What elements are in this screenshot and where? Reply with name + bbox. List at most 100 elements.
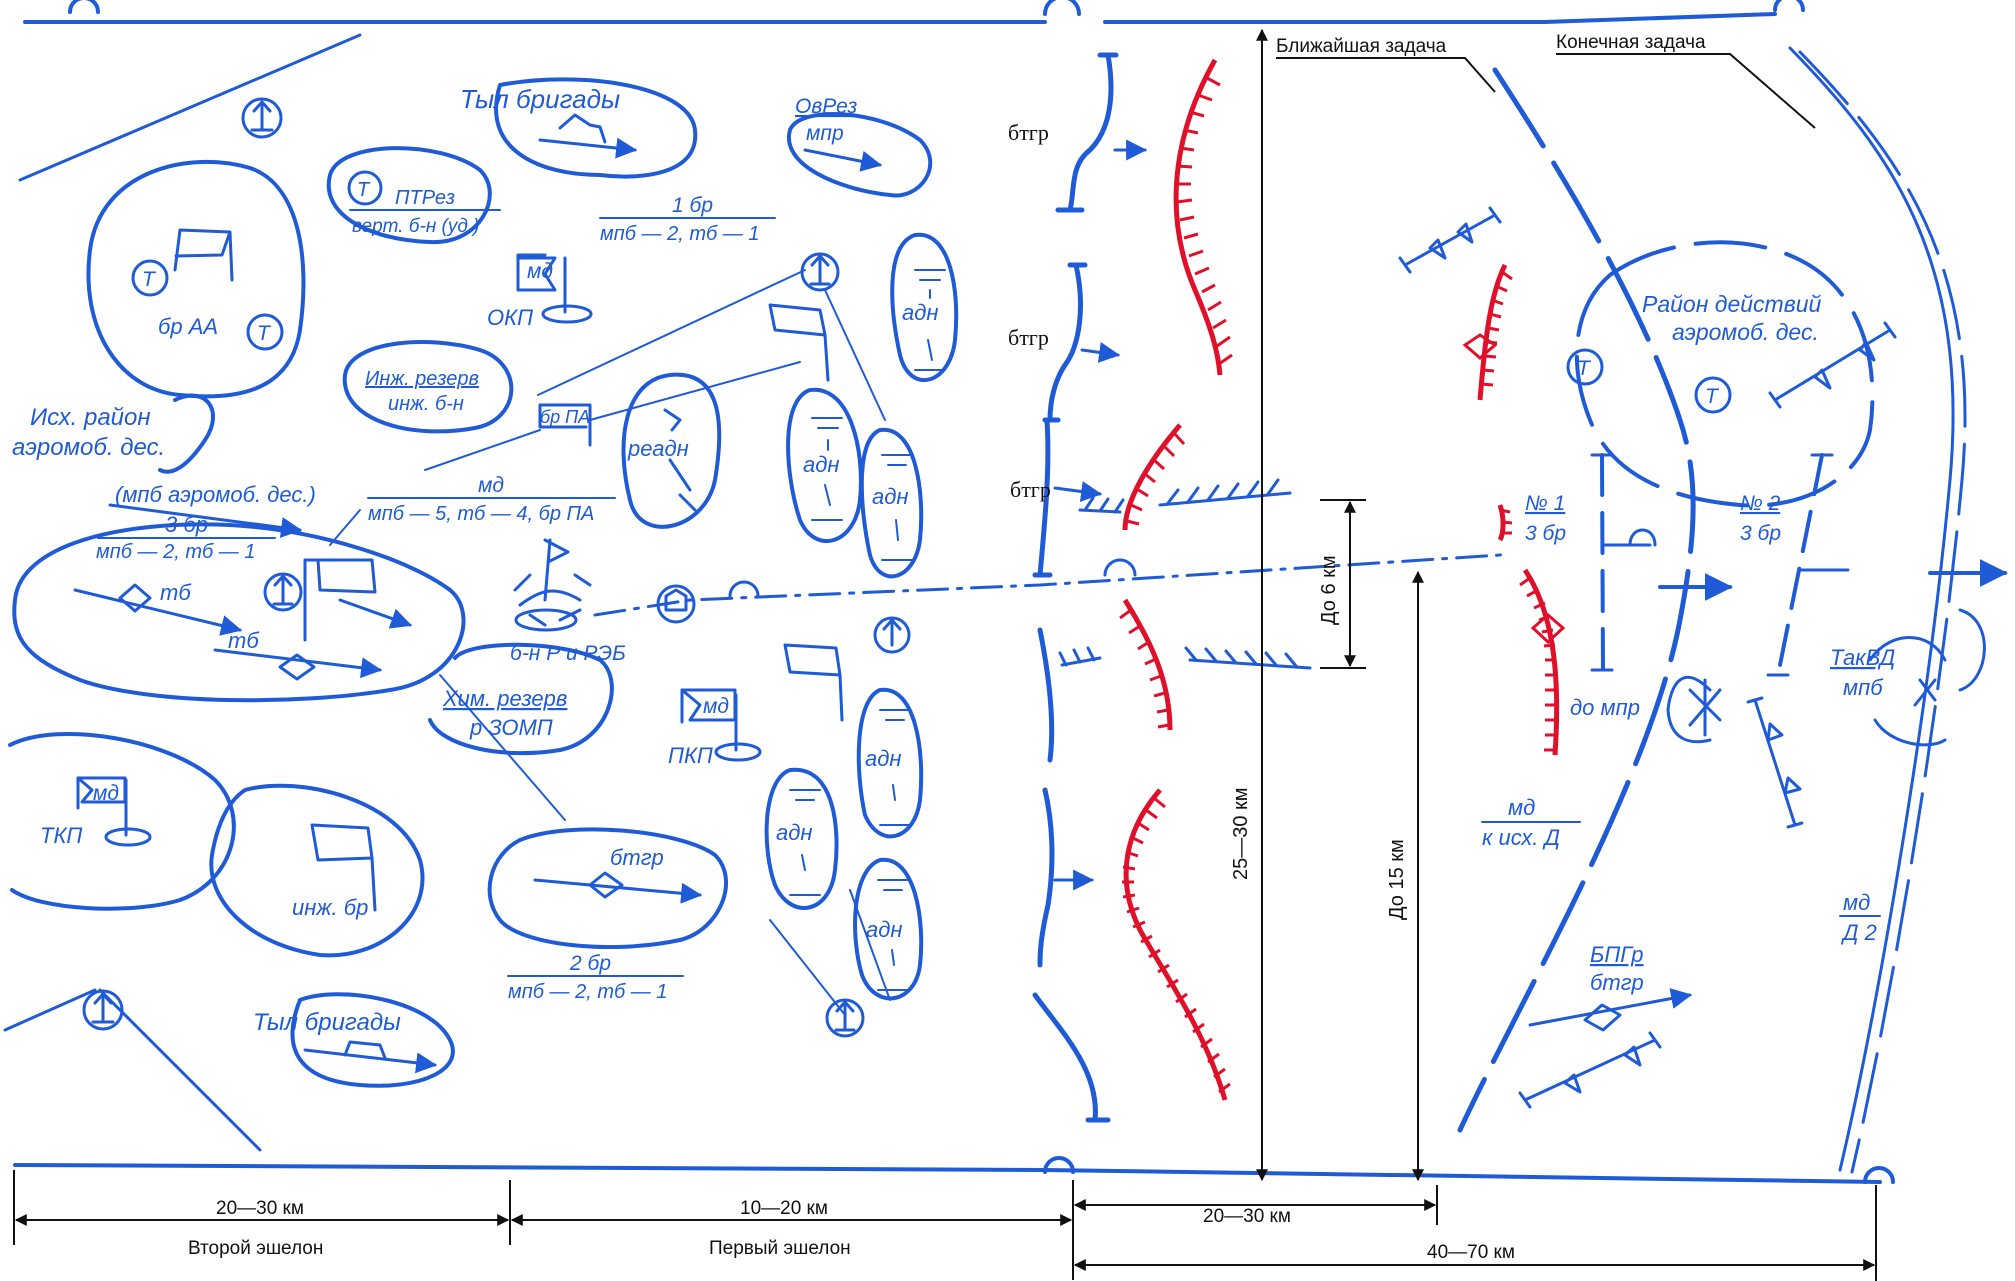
boundary-lines — [3, 0, 1895, 1184]
svg-text:Т: Т — [142, 268, 157, 291]
svg-text:мпб — 5, тб — 4, бр ПА: мпб — 5, тб — 4, бр ПА — [368, 503, 594, 525]
nearest-task-line — [1457, 67, 1696, 1133]
svg-text:Конечная задача: Конечная задача — [1556, 32, 1706, 53]
svg-text:Тыл бригады: Тыл бригады — [460, 84, 620, 114]
svg-text:бтгр: бтгр — [1008, 325, 1049, 350]
svg-text:мпр: мпр — [806, 122, 844, 145]
brigade-rear-top: Тыл бригады — [460, 77, 698, 179]
svg-text:Второй эшелон: Второй эшелон — [188, 1238, 323, 1259]
svg-text:Первый эшелон: Первый эшелон — [709, 1238, 851, 1259]
svg-text:аэромоб. дес.: аэромоб. дес. — [12, 434, 165, 461]
unit-flags-center — [768, 303, 844, 722]
helicopter-landing-marks — [1666, 608, 1986, 747]
svg-text:№ 1: № 1 — [1525, 492, 1565, 515]
svg-text:Т: Т — [1705, 385, 1720, 408]
svg-text:До 15 км: До 15 км — [1386, 839, 1408, 920]
chemical-reserve: Хим. резерв р ЗОМП — [428, 642, 614, 756]
command-post-marker-1 — [241, 97, 283, 139]
depth-measures: 25—30 км До 6 км До 15 км — [1230, 28, 1424, 1182]
artillery-battalion-2: адн — [786, 387, 863, 544]
svg-text:адн: адн — [872, 484, 909, 509]
command-post-marker-6 — [825, 998, 865, 1038]
deployment-line-2: № 2 3 бр — [1740, 453, 1850, 677]
division-composition-label: мд мпб — 5, тб — 4, бр ПА — [367, 474, 616, 525]
svg-text:Т: Т — [257, 322, 272, 345]
combat-security-group: БПГр бтгр — [1528, 942, 1693, 1032]
forward-command-post-okp: мд ОКП — [487, 253, 593, 330]
brigade-3-area: 3 бр мпб — 2, тб — 1 тб тб — [12, 503, 466, 703]
brigade-2-btgr: бтгр 2 бр мпб — 2, тб — 1 — [487, 827, 728, 1003]
svg-text:до мпр: до мпр — [1570, 695, 1640, 720]
svg-text:бтгр: бтгр — [610, 845, 664, 870]
division-axis-line — [593, 551, 1512, 624]
svg-text:ОвРез: ОвРез — [795, 95, 858, 118]
engineer-brigade: инж. бр — [209, 783, 425, 958]
svg-text:адн: адн — [776, 820, 813, 845]
brigade-rear-bottom: Тыл бригады — [253, 992, 455, 1088]
own-front-arrows — [1053, 139, 1148, 891]
artillery-battalion-1: адн — [890, 232, 959, 383]
svg-text:адн: адн — [803, 452, 840, 477]
svg-text:мд: мд — [1843, 890, 1870, 915]
svg-text:инж. бр: инж. бр — [292, 895, 368, 920]
brigade-1-label: 1 бр мпб — 2, тб — 1 — [599, 194, 776, 245]
obstacle-reserve-ovrez: ОвРез мпр — [786, 95, 933, 198]
rear-area-command-post-tkp: мд ТКП — [8, 731, 236, 911]
artillery-brigade-flag: бр ПА — [538, 403, 592, 447]
svg-text:25—30 км: 25—30 км — [1230, 787, 1252, 880]
deployment-line-1: № 1 3 бр до мпр — [1525, 453, 1657, 720]
svg-text:Район действий: Район действий — [1642, 291, 1822, 317]
svg-text:20—30 км: 20—30 км — [1203, 1206, 1291, 1227]
svg-text:Тыл бригады: Тыл бригады — [253, 1009, 401, 1036]
division-day-2: мд Д 2 — [1839, 890, 1881, 945]
obstacle-markers — [1398, 206, 1897, 1109]
svg-text:Д 2: Д 2 — [1840, 920, 1877, 945]
svg-text:инж. б-н: инж. б-н — [388, 393, 464, 415]
engineer-obstacles — [1058, 478, 1312, 670]
svg-text:бр ПА: бр ПА — [540, 407, 590, 427]
svg-text:адн: адн — [865, 746, 902, 771]
artillery-battalion-6: адн — [853, 857, 924, 1001]
svg-text:Т: Т — [357, 179, 371, 201]
division-to-start-line: мд к исх. Д — [1481, 795, 1581, 850]
aa-brigade-area: Т Т бр АА — [86, 159, 306, 399]
svg-text:(мпб аэромоб. дес.): (мпб аэромоб. дес.) — [115, 482, 316, 507]
command-post-marker-2 — [800, 252, 840, 292]
svg-text:ПКП: ПКП — [668, 743, 713, 768]
svg-text:ПТРез: ПТРез — [395, 187, 455, 209]
final-task-line — [1788, 46, 1967, 1174]
svg-text:БПГр: БПГр — [1590, 942, 1644, 967]
svg-text:мпб — 2, тб — 1: мпб — 2, тб — 1 — [600, 223, 759, 245]
svg-text:40—70 км: 40—70 км — [1427, 1242, 1515, 1263]
command-post-marker-5 — [82, 989, 124, 1031]
airmobile-action-area: Т Т Район действий аэромоб. дес. — [1566, 240, 1875, 508]
command-post-marker-3 — [263, 572, 303, 612]
command-post-marker-4 — [873, 616, 911, 654]
artillery-battalion-4: адн — [856, 687, 924, 839]
svg-text:тб: тб — [160, 580, 192, 605]
svg-text:мд: мд — [703, 695, 729, 718]
bottom-dimension-labels: 20—30 км Второй эшелон 10—20 км Первый э… — [188, 1198, 1515, 1263]
svg-text:мд: мд — [478, 474, 504, 497]
tactical-airborne-force: ТакВД мпб — [1830, 645, 1895, 700]
own-front-lines — [1032, 52, 1119, 1123]
svg-text:10—20 км: 10—20 км — [740, 1198, 828, 1219]
svg-text:ОКП: ОКП — [487, 305, 533, 330]
svg-text:мд: мд — [527, 260, 553, 283]
svg-text:верт. б-н (уд.): верт. б-н (уд.) — [352, 216, 480, 237]
own-front-labels: бтгр бтгр бтгр — [1008, 120, 1051, 502]
svg-text:мпб — 2, тб — 1: мпб — 2, тб — 1 — [508, 981, 667, 1003]
artillery-group-links — [329, 269, 891, 1016]
svg-text:До 6 км: До 6 км — [1318, 555, 1340, 625]
artillery-battalion-readn: реадн — [621, 372, 722, 529]
antitank-reserve-ptrez: Т ПТРез верт. б-н (уд.) — [326, 146, 501, 245]
engineer-reserve: Инж. резерв инж. б-н — [342, 340, 514, 434]
svg-text:Ближайшая задача: Ближайшая задача — [1276, 36, 1447, 57]
svg-text:2 бр: 2 бр — [569, 952, 611, 975]
svg-text:Хим. резерв: Хим. резерв — [442, 686, 567, 711]
svg-text:бтгр: бтгр — [1008, 120, 1049, 145]
svg-text:мпб: мпб — [1843, 675, 1884, 700]
rear-command-post-pkp: мд ПКП — [668, 688, 762, 768]
svg-text:мд: мд — [1508, 795, 1535, 820]
